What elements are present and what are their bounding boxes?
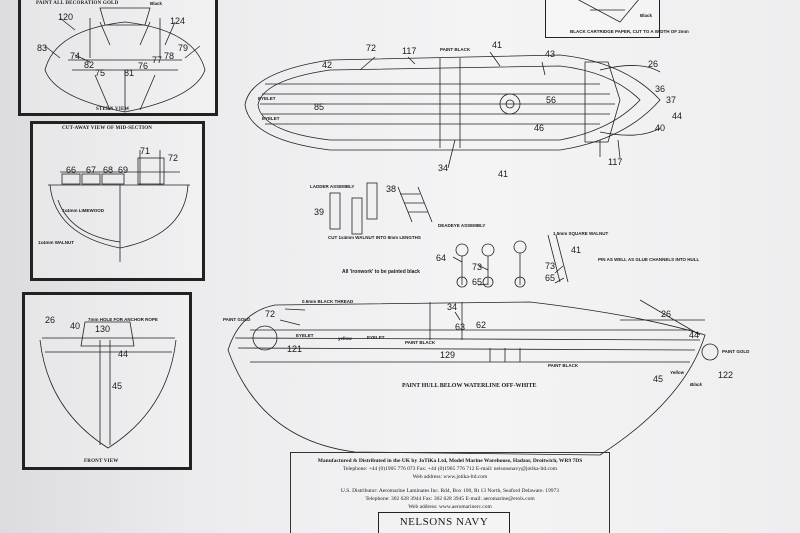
part-64: 64 (436, 253, 447, 263)
part-72-side: 72 (265, 309, 276, 319)
part-117-b: 117 (608, 157, 623, 167)
part-79: 79 (178, 43, 189, 53)
midsection-panel-title: CUT-AWAY VIEW OF MID-SECTION (62, 126, 153, 131)
part-129: 129 (440, 350, 456, 360)
part-68: 68 (103, 165, 114, 175)
part-45-front: 45 (112, 381, 123, 391)
part-40-front: 40 (70, 321, 81, 331)
deck-eyelet-1: EYELET (258, 96, 276, 101)
part-43: 43 (545, 49, 556, 59)
part-78: 78 (164, 51, 175, 61)
deadeye-title: DEADEYE ASSEMBLY (438, 223, 486, 228)
side-waterline-note: PAINT HULL BELOW WATERLINE OFF-WHITE (402, 383, 537, 389)
part-36: 36 (655, 84, 666, 94)
ladder-note: CUT 1x4mm WALNUT INTO 8mm LENGTHS (328, 235, 421, 240)
side-eyelet-b: EYELET (367, 335, 385, 340)
part-73-b: 73 (545, 261, 556, 271)
manufacturer-footer: Manufactured & Distributed in the UK by … (290, 452, 610, 533)
part-34-b: 34 (447, 302, 458, 312)
part-42: 42 (322, 60, 333, 70)
part-65-b: 65 (545, 273, 556, 283)
footer-line-6: Web address: www.aeromarinerc.com (408, 504, 492, 510)
footer-line-2: Telephone: +44 (0)1905 776 073 Fax: +44 … (342, 466, 558, 472)
deck-eyelet-2: EYELET (262, 116, 280, 121)
part-41-c: 41 (571, 245, 582, 255)
part-62: 62 (476, 320, 487, 330)
part-46: 46 (534, 123, 545, 133)
deadeye-square-walnut: 1.5mm SQUARE WALNUT (553, 231, 609, 236)
side-eyelet-a: EYELET (296, 333, 314, 338)
midsection-walnut-label: 1x4mm WALNUT (38, 240, 75, 245)
part-44-side: 44 (689, 330, 700, 340)
stern-panel-title: PAINT ALL DECORATION GOLD (36, 1, 119, 6)
part-71: 71 (140, 146, 151, 156)
part-67: 67 (86, 165, 97, 175)
footer-line-4: U.S. Distributor: Aeromarine Laminates I… (340, 488, 560, 494)
ladder-title: LADDER ASSEMBLY (310, 184, 355, 189)
deck-paint-black: PAINT BLACK (440, 47, 471, 52)
footer-line-1: Manufactured & Distributed in the UK by … (317, 458, 583, 464)
part-41-b: 41 (498, 169, 509, 179)
side-yellow-b: Yellow (670, 370, 685, 375)
part-37: 37 (666, 95, 677, 105)
midsection-panel (30, 121, 205, 281)
part-34-a: 34 (438, 163, 449, 173)
part-72-mid: 72 (168, 153, 179, 163)
part-120: 120 (58, 12, 74, 22)
part-76: 76 (138, 61, 149, 71)
part-65-a: 65 (472, 277, 483, 287)
part-56: 56 (546, 95, 557, 105)
part-75: 75 (95, 68, 106, 78)
part-26-side: 26 (661, 309, 672, 319)
part-44-top: 44 (672, 111, 683, 121)
ironwork-note: All 'ironwork' to be painted black (342, 269, 420, 275)
part-74: 74 (70, 51, 81, 61)
part-122: 122 (718, 370, 734, 380)
part-130: 130 (95, 324, 111, 334)
side-yellow-a: yellow (338, 336, 352, 341)
deadeye-glue-note: PIN AS WELL AS GLUE CHANNELS INTO HULL (598, 257, 700, 262)
part-45-side: 45 (653, 374, 664, 384)
part-73-a: 73 (472, 262, 483, 272)
footer-line-5: Telephone: 302 628 3944 Fax: 302 628 394… (365, 496, 535, 502)
part-69: 69 (118, 165, 129, 175)
part-66: 66 (66, 165, 77, 175)
nelsons-navy-brand: NELSONS NAVY (378, 512, 510, 533)
part-26-front: 26 (45, 315, 56, 325)
side-black-thread: 0.5mm BLACK THREAD (302, 299, 354, 304)
side-paint-black-b: PAINT BLACK (548, 363, 579, 368)
part-39: 39 (314, 207, 325, 217)
midsection-limewood-label: 1x4mm LIMEWOOD (62, 208, 105, 213)
part-44-front: 44 (118, 349, 129, 359)
part-38: 38 (386, 184, 397, 194)
part-77: 77 (152, 55, 163, 65)
side-paint-gold-left: PAINT GOLD (223, 317, 251, 322)
cartridge-note: BLACK CARTRIDGE PAPER, CUT TO A WIDTH OF… (570, 29, 689, 34)
side-paint-black-a: PAINT BLACK (405, 340, 436, 345)
part-72-top: 72 (366, 43, 377, 53)
side-paint-gold-right: PAINT GOLD (722, 349, 750, 354)
front-view-caption: FRONT VIEW (84, 459, 119, 464)
part-83: 83 (37, 43, 48, 53)
part-121: 121 (287, 344, 303, 354)
part-85: 85 (314, 102, 325, 112)
cartridge-black-label: Black (640, 13, 653, 18)
part-63: 63 (455, 322, 466, 332)
part-26-top: 26 (648, 59, 659, 69)
part-40-top: 40 (655, 123, 666, 133)
stern-black-label: Black (150, 1, 163, 6)
part-82: 82 (84, 60, 95, 70)
footer-line-3: Web address: www.jotika-ltd.com (412, 474, 488, 480)
part-41-a: 41 (492, 40, 503, 50)
part-81: 81 (124, 68, 135, 78)
side-black-b: Black (690, 382, 703, 387)
part-117-a: 117 (402, 46, 417, 56)
anchor-hole-label: 7mm HOLE FOR ANCHOR ROPE (88, 317, 158, 322)
part-124: 124 (170, 16, 186, 26)
stern-view-panel (18, 0, 218, 116)
cartridge-panel (545, 0, 660, 38)
